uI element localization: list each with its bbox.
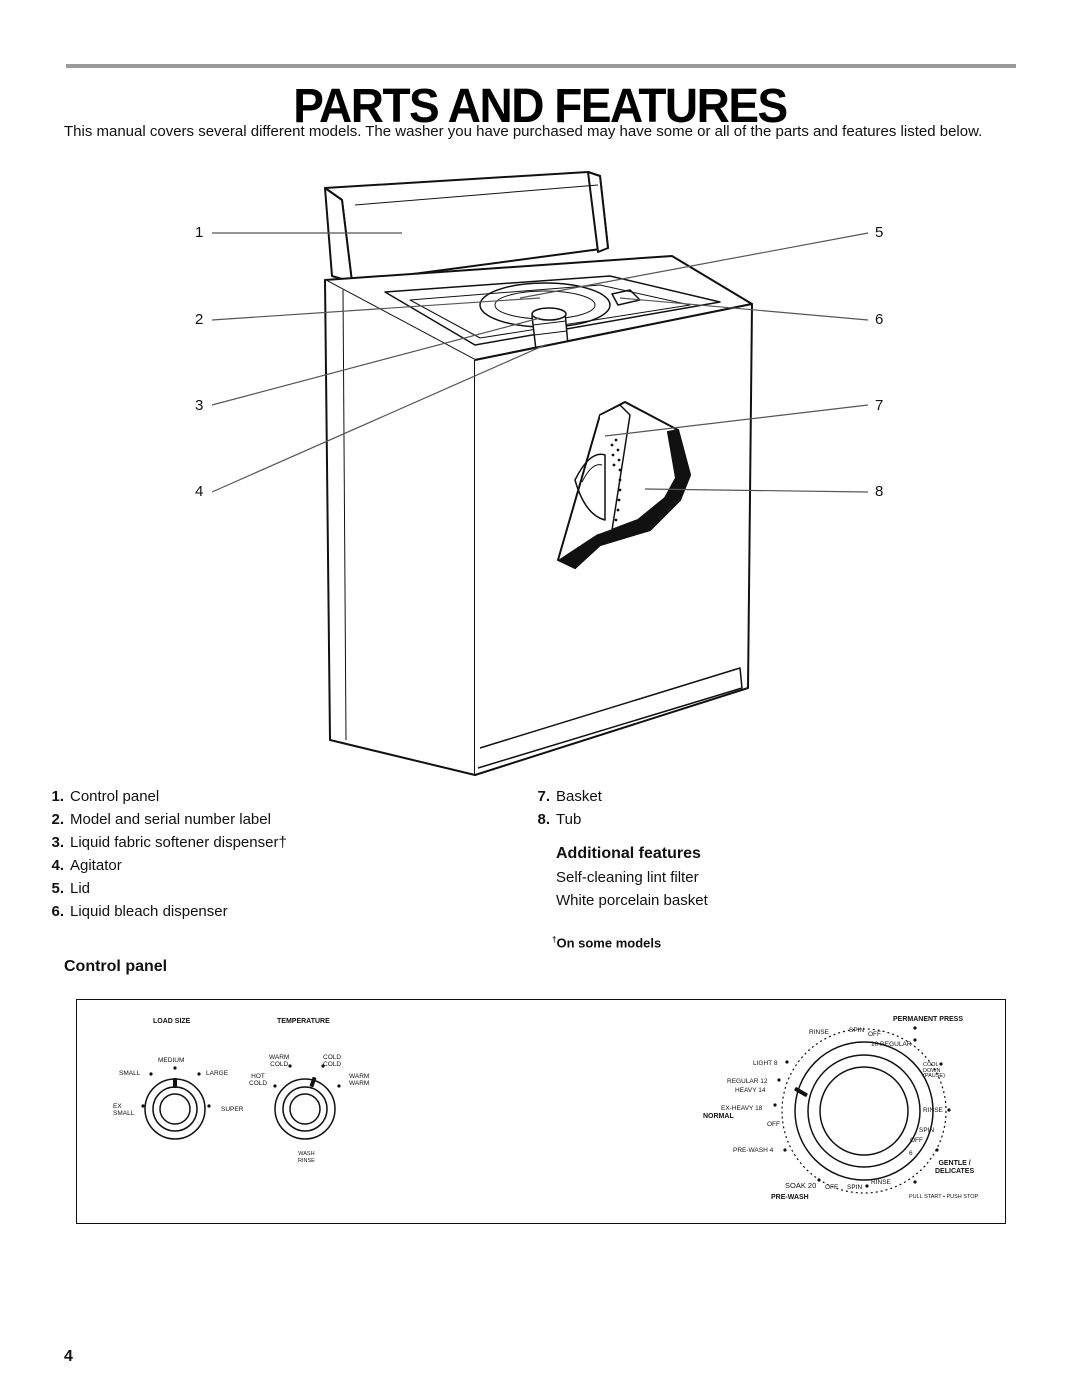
- callout-1: 1: [195, 224, 204, 241]
- list-item: 8.Tub: [537, 811, 582, 828]
- page-title: Parts and Features: [293, 77, 788, 133]
- load-medium-label: MEDIUM: [158, 1057, 185, 1064]
- load-super-label: SUPER: [221, 1106, 244, 1113]
- list-item: 6.Liquid bleach dispenser: [51, 903, 228, 920]
- top-rule: [66, 64, 1016, 68]
- intro-paragraph: This manual covers several different mod…: [64, 123, 983, 140]
- callout-8: 8: [875, 483, 884, 500]
- list-item: 1.Control panel: [51, 788, 160, 805]
- off-right-label: OFF: [910, 1137, 923, 1144]
- heavy-14-label: HEAVY 14: [735, 1087, 766, 1094]
- rinse-bottom-label: RINSE: [871, 1179, 891, 1186]
- list-item: 7.Basket: [537, 788, 602, 805]
- washer-illustration: [211, 171, 869, 776]
- regular-12-label: REGULAR 12: [727, 1078, 768, 1085]
- list-item: 3.Liquid fabric softener dispenser†: [51, 834, 287, 851]
- cycle-knob: [794, 1041, 934, 1181]
- regular-10-label: 10 REGULAR: [871, 1041, 912, 1048]
- soak-20-label: SOAK 20: [785, 1181, 817, 1190]
- control-panel-heading: Control panel: [64, 958, 168, 975]
- off-normal-label: OFF: [767, 1121, 780, 1128]
- pull-start-label: PULL START • PUSH STOP: [909, 1194, 979, 1200]
- prewash-4-label: PRE-WASH 4: [733, 1147, 774, 1154]
- parts-list-right: 7.Basket 8.Tub: [524, 785, 602, 831]
- permanent-press-label: PERMANENT PRESS: [893, 1016, 964, 1023]
- temperature-title: TEMPERATURE: [277, 1018, 330, 1025]
- callout-7: 7: [875, 397, 884, 414]
- spin-right-label: SPIN: [919, 1127, 935, 1134]
- parts-list-left: 1.Control panel 2.Model and serial numbe…: [38, 785, 287, 923]
- cycle-six-label: 6: [909, 1150, 913, 1157]
- load-large-label: LARGE: [206, 1070, 229, 1077]
- off-top-label: OFF: [868, 1031, 881, 1038]
- prewash-label: PRE-WASH: [771, 1194, 809, 1201]
- rinse-top-label: RINSE: [809, 1029, 829, 1036]
- spin-bottom-label: SPIN: [847, 1184, 863, 1191]
- control-knobs-drawing: [141, 1026, 951, 1194]
- ex-heavy-18-label: EX-HEAVY 18: [721, 1105, 763, 1112]
- list-item: White porcelain basket: [556, 892, 708, 909]
- temperature-knob: [274, 1078, 336, 1140]
- normal-label: NORMAL: [703, 1113, 734, 1120]
- list-item: Self-cleaning lint filter: [556, 869, 699, 886]
- light-8-label: LIGHT 8: [753, 1060, 778, 1067]
- callout-2: 2: [195, 311, 204, 328]
- callout-4: 4: [195, 483, 204, 500]
- additional-features-list: Self-cleaning lint filter White porcelai…: [556, 866, 708, 912]
- load-small-label: SMALL: [119, 1070, 141, 1077]
- load-size-title: LOAD SIZE: [153, 1018, 191, 1025]
- footnote: †On some models: [552, 935, 662, 951]
- callout-3: 3: [195, 397, 204, 414]
- list-item: 4.Agitator: [51, 857, 122, 874]
- list-item: 5.Lid: [51, 880, 91, 897]
- spin-top-label: SPIN: [849, 1027, 865, 1034]
- gentle-delicates-label: GENTLE /DELICATES: [935, 1160, 975, 1175]
- additional-features-heading: Additional features: [556, 845, 701, 862]
- callout-5: 5: [875, 224, 884, 241]
- rinse-right-label: RINSE: [923, 1107, 943, 1114]
- off-bottom-label: OFF: [825, 1184, 838, 1191]
- callout-6: 6: [875, 311, 884, 328]
- page-number: 4: [64, 1348, 73, 1365]
- list-item: 2.Model and serial number label: [51, 811, 271, 828]
